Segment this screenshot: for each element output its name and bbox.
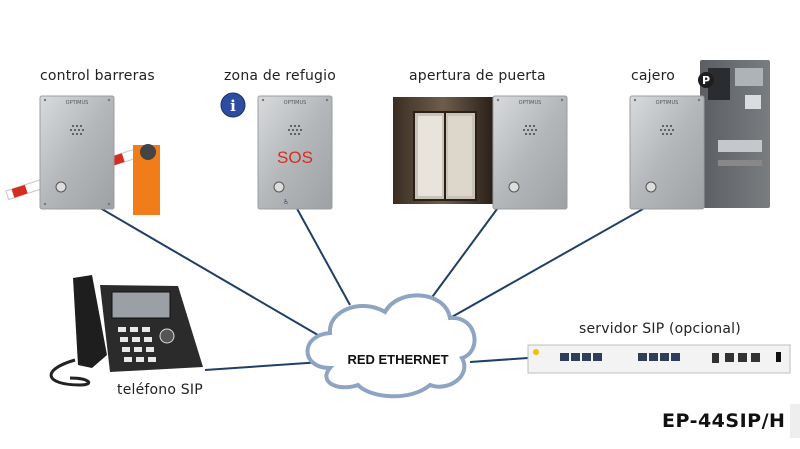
brand-text: OPTIMUS <box>66 100 89 106</box>
intercom-panel-door: OPTIMUS <box>492 95 568 210</box>
speaker-grille-icon <box>288 125 302 135</box>
parking-kiosk: P <box>698 60 770 208</box>
info-icon <box>220 92 246 118</box>
sip-server <box>527 344 791 374</box>
phone-navpad <box>159 328 175 344</box>
link-phone <box>204 361 323 371</box>
sos-label: SOS <box>277 148 313 167</box>
intercom-panel-barrier: OPTIMUS <box>39 95 115 210</box>
label-zona-refugio: zona de refugio <box>224 68 336 84</box>
speaker-holes <box>70 125 84 135</box>
server-ports-a <box>560 353 602 361</box>
brand-text: OPTIMUS <box>656 100 679 106</box>
label-telefono-sip: teléfono SIP <box>117 382 203 398</box>
cloud-label: RED ETHERNET <box>347 352 448 367</box>
network-links <box>94 204 651 371</box>
phone-handset <box>73 275 107 368</box>
server-ports-b <box>638 353 680 361</box>
call-button-icon <box>508 181 520 193</box>
label-cajero: cajero <box>631 68 675 84</box>
speaker-grille-icon <box>660 125 674 135</box>
door-device: OPTIMUS <box>393 95 568 210</box>
svg-text:i: i <box>230 97 236 115</box>
ethernet-cloud: RED ETHERNET <box>305 293 477 399</box>
model-code: EP-44SIP/H <box>662 410 786 432</box>
call-button-icon <box>645 181 657 193</box>
call-button-icon <box>55 181 67 193</box>
barrier-device: OPTIMUS <box>5 95 160 215</box>
intercom-panel-refuge: OPTIMUS SOS ♿ <box>257 95 333 210</box>
brand-text: OPTIMUS <box>519 100 542 106</box>
link-refuge <box>294 204 351 306</box>
model-divider <box>790 404 800 438</box>
phone-cord <box>49 358 91 387</box>
refuge-device: i OPTIMUS SOS ♿ <box>220 92 333 210</box>
call-button-icon <box>273 181 285 193</box>
accessibility-icon: ♿ <box>283 198 289 206</box>
phone-screen <box>111 291 171 319</box>
parking-p-label: P <box>702 74 710 87</box>
label-control-barreras: control barreras <box>40 68 155 84</box>
brand-text: OPTIMUS <box>284 100 307 106</box>
link-server <box>469 357 529 363</box>
link-barrier <box>94 204 336 346</box>
link-cashier <box>449 204 651 319</box>
phone-keypad <box>118 327 156 362</box>
speaker-grille-icon <box>523 125 537 135</box>
link-door <box>429 204 501 301</box>
intercom-panel-cashier: OPTIMUS <box>629 95 705 210</box>
sip-phone <box>49 275 203 387</box>
label-apertura-puerta: apertura de puerta <box>409 68 546 84</box>
cashier-device: P OPTIMUS <box>629 60 770 210</box>
server-ports-c <box>712 353 760 363</box>
label-servidor-sip: servidor SIP (opcional) <box>579 321 741 337</box>
